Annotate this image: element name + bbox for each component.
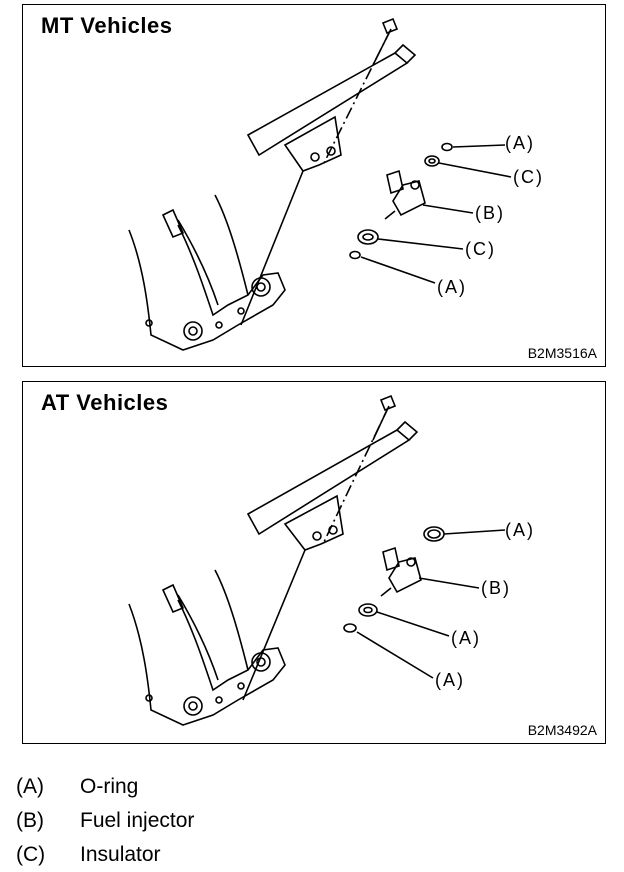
callout-c-upper: (C) [513, 167, 544, 187]
legend-label: O-ring [80, 775, 139, 798]
legend-key: (A) [16, 775, 44, 798]
callout-a-upper: (A) [505, 520, 535, 540]
callout-b: (B) [475, 203, 505, 223]
o-ring-a-middle [358, 603, 378, 617]
legend-label: Insulator [80, 843, 161, 866]
o-ring-a-upper [423, 526, 445, 542]
rail-bracket [283, 494, 344, 551]
o-ring-a-lower [349, 250, 361, 260]
rail-bracket [283, 115, 342, 172]
legend-key: (C) [16, 843, 46, 866]
mt-exploded-view: (A) (C) (B) (C) (A) [128, 17, 544, 351]
figure-code: B2M3516A [527, 345, 597, 361]
callout-a-upper: (A) [505, 133, 535, 153]
intake-manifold [128, 224, 286, 351]
panel-title: MT Vehicles [41, 13, 173, 38]
callout-a-lower: (A) [437, 277, 467, 297]
fuel-injector-b [380, 546, 422, 597]
legend-label: Fuel injector [80, 809, 195, 832]
bolt [381, 17, 399, 35]
insulator-c-upper [424, 155, 440, 167]
legend-item: (C) Insulator [16, 838, 194, 872]
fuel-rail [246, 429, 411, 536]
legend-item: (A) O-ring [16, 770, 194, 804]
legend-item: (B) Fuel injector [16, 804, 194, 838]
bolt [379, 394, 397, 412]
callout-a-middle: (A) [451, 628, 481, 648]
fuel-injector-b [384, 169, 426, 220]
panel-title: AT Vehicles [41, 390, 169, 415]
at-exploded-view: (A) (B) (A) (A) [128, 394, 535, 726]
insulator-c-lower [357, 229, 379, 245]
o-ring-a-upper [441, 142, 453, 152]
intake-manifold [128, 599, 286, 726]
callout-c-lower: (C) [465, 239, 496, 259]
legend-key: (B) [16, 809, 44, 832]
callout-a-lower: (A) [435, 670, 465, 690]
fuel-rail [246, 52, 409, 157]
at-vehicles-diagram: AT Vehicles [22, 381, 606, 744]
o-ring-a-lower [343, 623, 357, 633]
mt-vehicles-diagram: MT Vehicles [22, 4, 606, 367]
figure-code: B2M3492A [527, 722, 597, 738]
parts-legend: (A) O-ring (B) Fuel injector (C) Insulat… [16, 770, 194, 872]
callout-b: (B) [481, 578, 511, 598]
